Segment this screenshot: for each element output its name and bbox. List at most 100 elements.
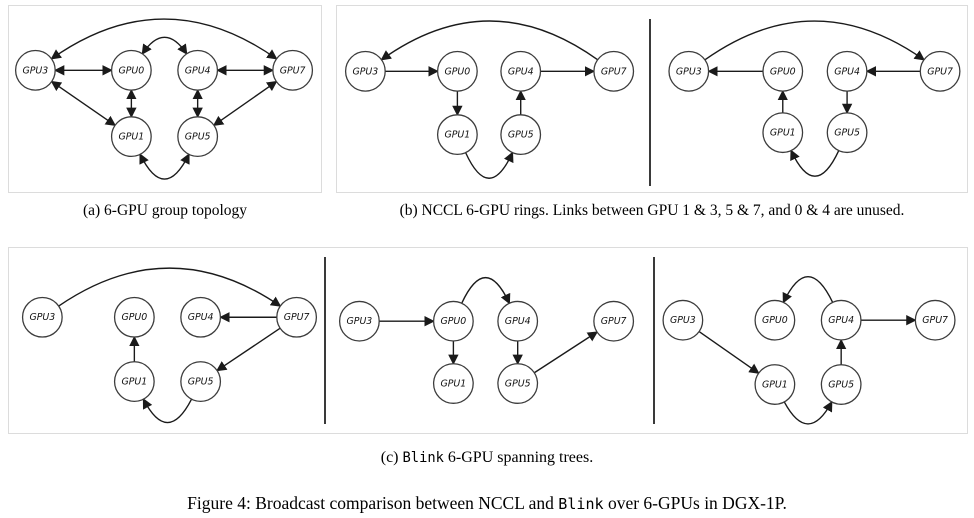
subcaption-c-suffix: 6-GPU spanning trees. [443,449,594,466]
gpu-node-gpu4: GPU4 [180,296,222,338]
gpu-node-gpu4: GPU4 [500,50,542,92]
svg-text:GPU0: GPU0 [770,66,796,77]
gpu-node-gpu3: GPU3 [662,299,704,341]
edge-gpu7-gpu3 [380,20,598,61]
svg-text:GPU1: GPU1 [445,130,471,141]
svg-text:GPU7: GPU7 [284,312,310,323]
edge-gpu3-gpu1 [50,80,117,127]
gpu-node-gpu1: GPU1 [110,116,152,158]
svg-text:GPU1: GPU1 [762,380,788,391]
edge-gpu1-gpu5 [464,151,514,179]
edge-gpu3-gpu1 [698,331,760,374]
gpu-node-gpu5: GPU5 [820,364,862,405]
gpu-node-gpu7: GPU7 [914,299,956,341]
gpu-node-gpu7: GPU7 [272,49,314,91]
svg-text:GPU4: GPU4 [185,65,211,76]
panel-c-divider-2 [653,257,655,424]
svg-text:GPU7: GPU7 [922,315,948,326]
gpu-node-gpu0: GPU0 [754,299,796,341]
edge-gpu5-gpu1 [142,398,193,424]
edge-gpu3-gpu7 [58,267,282,307]
gpu-node-gpu4: GPU4 [177,49,219,91]
figure-caption-blink-code: Blink [558,495,604,513]
gpu-node-gpu3: GPU3 [14,49,56,91]
svg-text:GPU5: GPU5 [834,128,860,139]
svg-text:GPU3: GPU3 [347,316,373,327]
svg-text:GPU4: GPU4 [834,66,860,77]
gpu-node-gpu0: GPU0 [436,50,478,92]
svg-text:GPU3: GPU3 [29,312,55,323]
svg-text:GPU5: GPU5 [508,130,534,141]
subcaption-c-prefix: (c) [380,449,403,466]
gpu-node-gpu4: GPU4 [820,299,862,341]
svg-text:GPU4: GPU4 [505,316,531,327]
svg-text:GPU7: GPU7 [601,66,627,77]
svg-text:GPU0: GPU0 [441,316,467,327]
svg-text:GPU3: GPU3 [676,66,702,77]
gpu-node-gpu7: GPU7 [919,50,961,92]
edge-gpu1-gpu5 [139,153,190,180]
svg-text:GPU1: GPU1 [118,132,144,143]
gpu-node-gpu3: GPU3 [21,296,63,338]
svg-text:GPU0: GPU0 [762,315,788,326]
gpu-node-gpu7: GPU7 [276,296,318,338]
svg-text:GPU0: GPU0 [118,65,144,76]
svg-text:GPU4: GPU4 [508,66,534,77]
figure-caption-prefix: Figure 4: Broadcast comparison between N… [187,493,559,513]
svg-text:GPU1: GPU1 [441,379,467,390]
figure-caption-suffix: over 6-GPUs in DGX-1P. [603,493,787,513]
svg-text:GPU5: GPU5 [505,379,531,390]
panel-b-divider [649,19,651,186]
subcaption-b: (b) NCCL 6-GPU rings. Links between GPU … [399,202,905,219]
subcaption-c: (c) Blink 6-GPU spanning trees. [0,449,974,467]
svg-text:GPU3: GPU3 [353,66,379,77]
svg-text:GPU3: GPU3 [670,315,696,326]
gpu-node-gpu0: GPU0 [110,49,152,91]
subcaption-a: (a) 6-GPU group topology [82,202,248,219]
svg-text:GPU0: GPU0 [121,312,147,323]
svg-text:GPU5: GPU5 [185,132,211,143]
gpu-node-gpu5: GPU5 [497,363,539,404]
gpu-node-gpu1: GPU1 [754,364,796,405]
edge-gpu3-gpu7 [50,18,278,60]
svg-text:GPU7: GPU7 [601,316,627,327]
gpu-node-gpu0: GPU0 [432,300,474,342]
gpu-node-gpu5: GPU5 [826,112,868,154]
blink-code-text: Blink [402,450,444,466]
svg-text:GPU1: GPU1 [770,128,796,139]
gpu-node-gpu5: GPU5 [177,116,219,158]
edge-gpu7-gpu5 [216,327,281,372]
svg-text:GPU1: GPU1 [121,377,147,388]
svg-text:GPU7: GPU7 [927,66,953,77]
svg-text:GPU3: GPU3 [23,65,49,76]
svg-text:GPU0: GPU0 [445,66,471,77]
svg-text:GPU7: GPU7 [280,65,306,76]
edge-gpu0-gpu4 [141,36,188,55]
edge-gpu7-gpu5 [212,80,278,127]
edge-gpu4-gpu0 [782,276,834,304]
gpu-node-gpu5: GPU5 [180,361,222,402]
edge-gpu5-gpu7 [533,331,599,374]
gpu-node-gpu4: GPU4 [826,50,868,92]
gpu-node-gpu3: GPU3 [344,50,386,92]
panel-c-divider-1 [324,257,326,424]
gpu-node-gpu1: GPU1 [432,363,474,404]
gpu-node-gpu7: GPU7 [593,50,635,92]
gpu-node-gpu7: GPU7 [593,300,635,342]
svg-text:GPU4: GPU4 [828,315,854,326]
gpu-node-gpu5: GPU5 [500,114,542,156]
edge-gpu1-gpu5 [783,400,833,425]
gpu-node-gpu1: GPU1 [113,361,155,402]
edge-gpu5-gpu1 [790,149,840,177]
gpu-node-gpu0: GPU0 [113,296,155,338]
svg-text:GPU4: GPU4 [188,312,214,323]
